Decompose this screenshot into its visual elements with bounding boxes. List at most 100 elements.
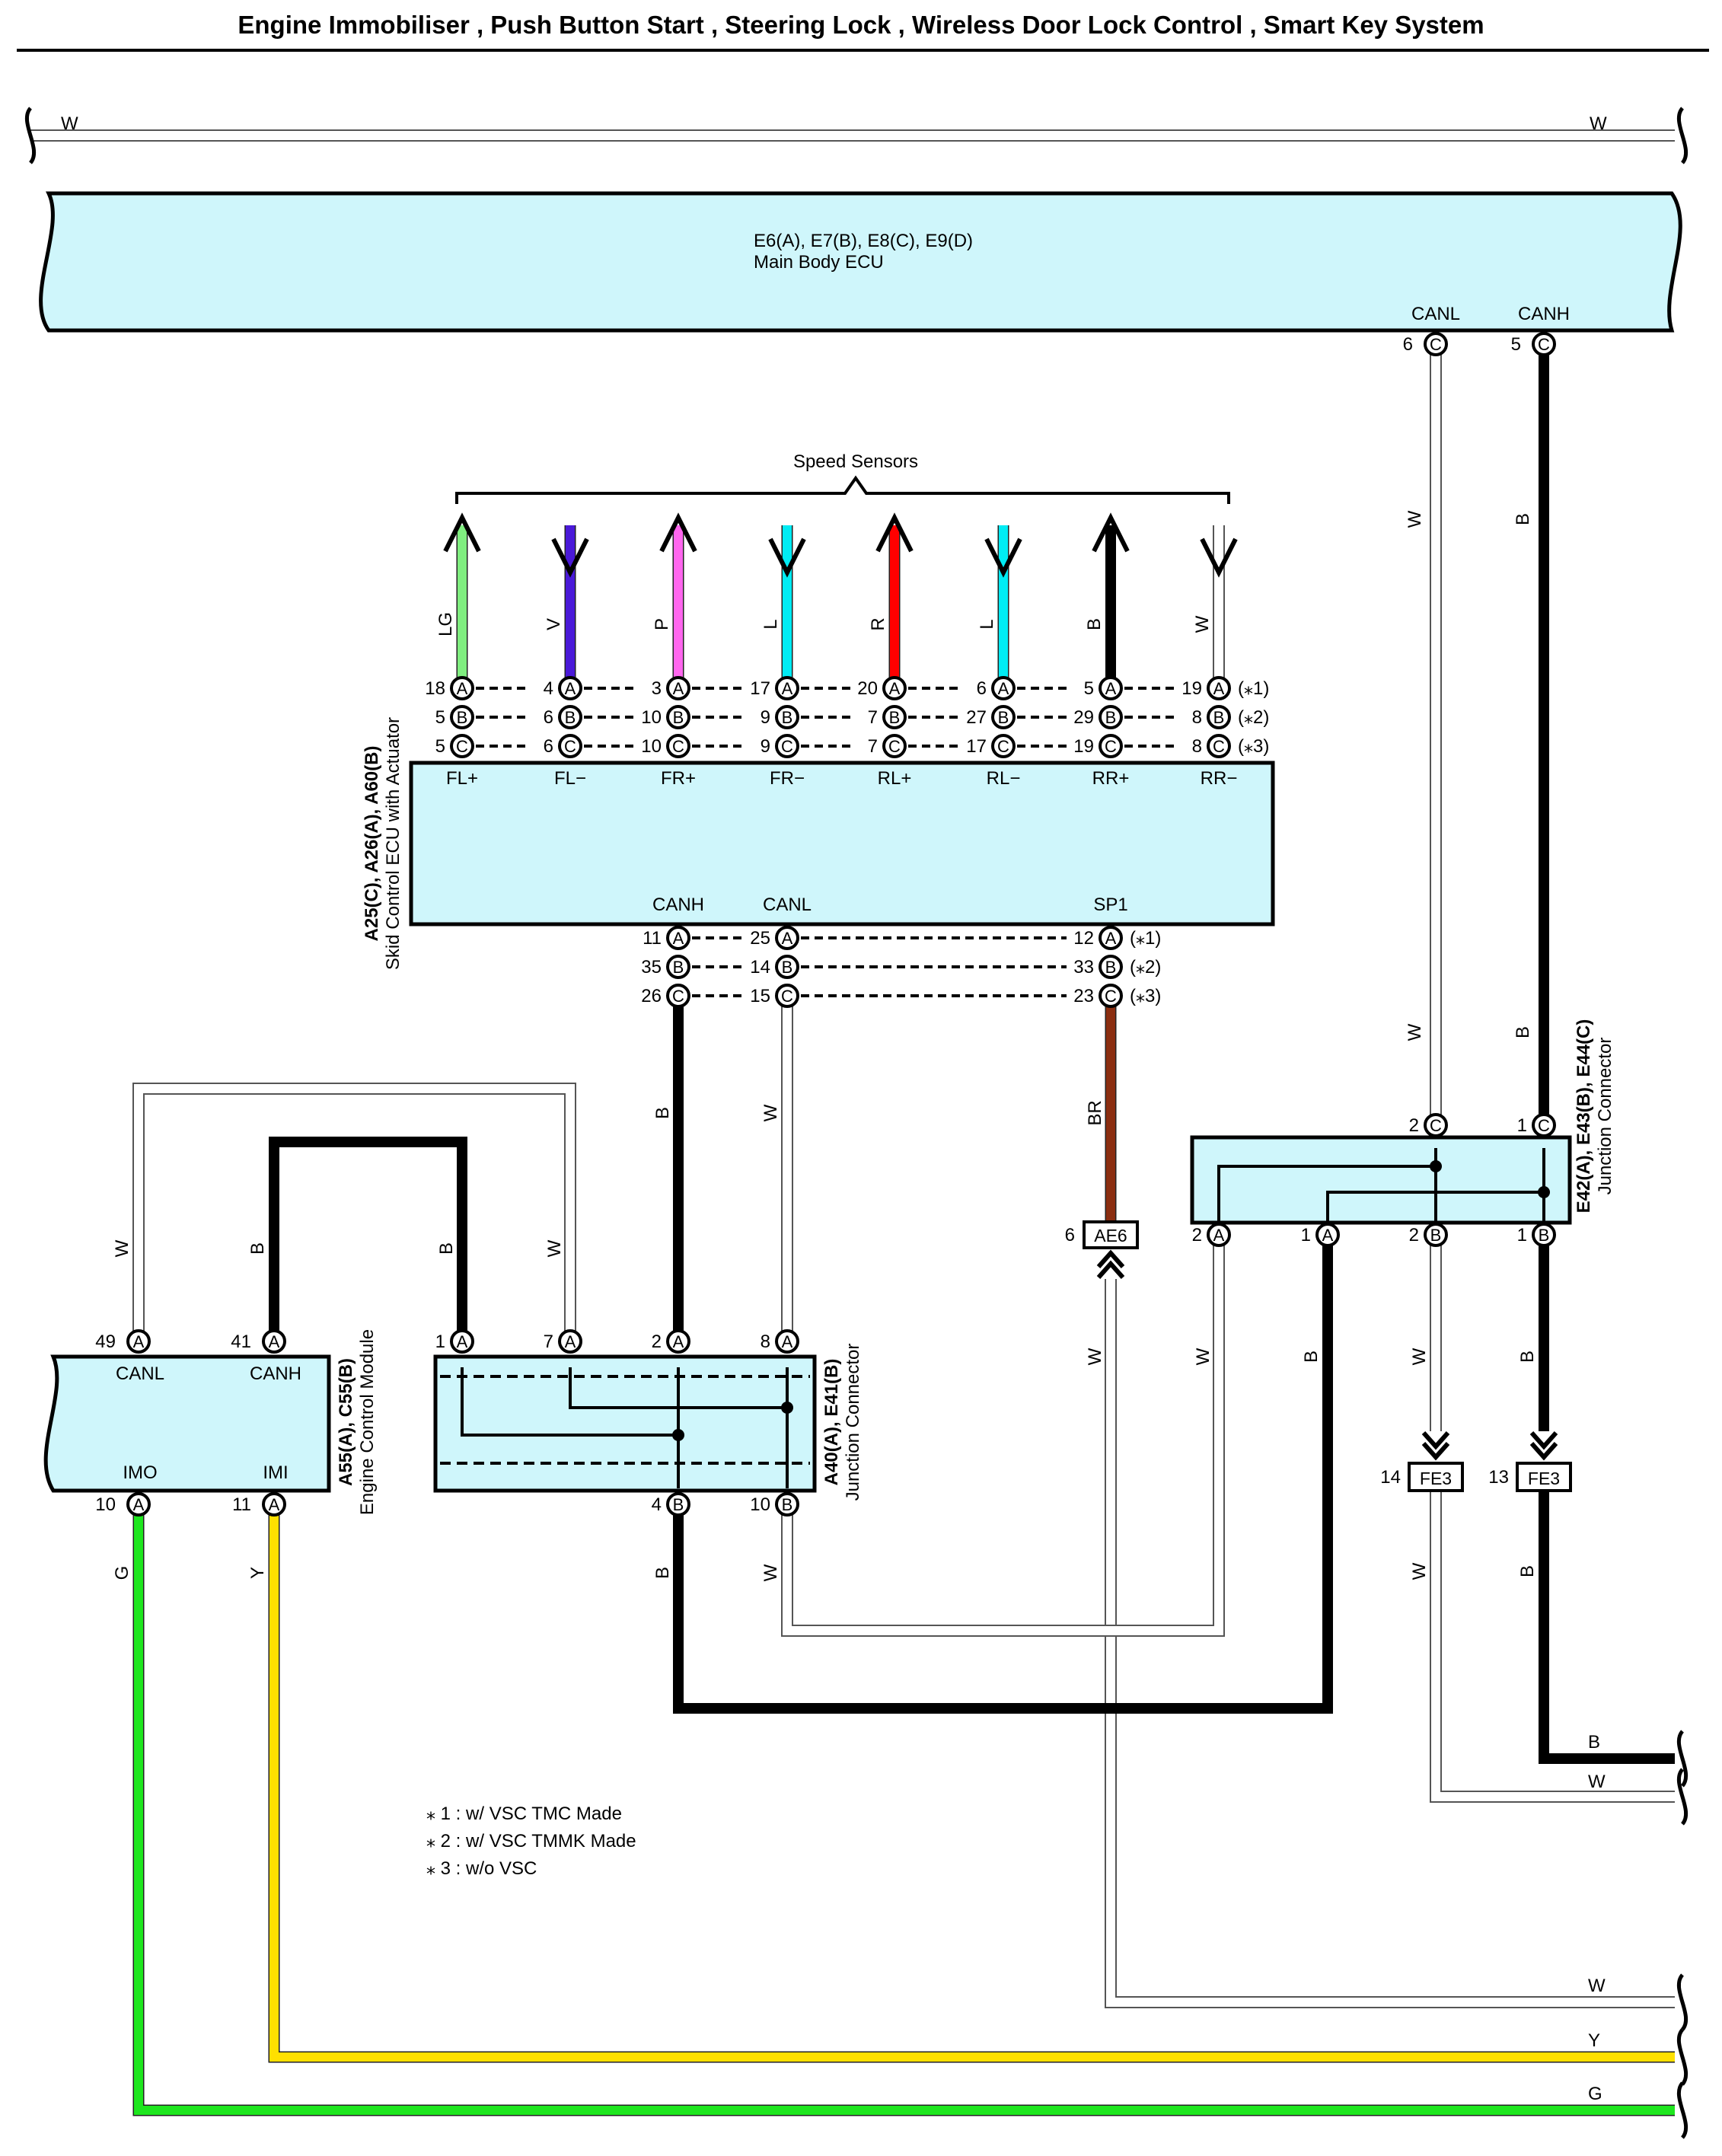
- main-ecu-canh-label: CANH: [1518, 304, 1570, 324]
- a40-top-pin: [450, 1329, 474, 1354]
- pin-letter: C: [672, 987, 684, 1006]
- a40-pin-number: 10: [750, 1494, 770, 1515]
- ecm-pin-number: 11: [232, 1494, 251, 1515]
- bus-label: W: [1588, 1976, 1606, 1996]
- ae6-w-bus: [1105, 1279, 1675, 2008]
- imi-wire-edge: [268, 1500, 1675, 2063]
- pin-letter: A: [673, 929, 684, 948]
- wire-code: B: [1517, 1565, 1538, 1577]
- connector-fe3-13-label: FE3: [1528, 1469, 1560, 1488]
- ecm-canl-wire-core: [134, 1084, 575, 1346]
- a40-pin-number: 7: [544, 1332, 553, 1352]
- skid-top-pin: [882, 734, 907, 758]
- skid-variant-note: (⁎2): [1238, 707, 1269, 728]
- connector-fe3-14-label: FE3: [1420, 1469, 1452, 1488]
- a40-internal-bar: [461, 1367, 678, 1437]
- wire-code: B: [1513, 1026, 1533, 1038]
- a40-e42-w-wire-core: [783, 1233, 1223, 1635]
- skid-top-pin: [666, 676, 690, 700]
- wire-break: [1676, 2028, 1689, 2086]
- pin-letter: A: [1322, 1226, 1334, 1245]
- splice-dot: [672, 1429, 684, 1441]
- skid-bottom-label: SP1: [1093, 895, 1127, 915]
- connector-fe3-13: [1516, 1462, 1572, 1492]
- footnote: ⁎ 3 : w/o VSC: [426, 1858, 537, 1879]
- pin-letter: B: [1430, 1226, 1442, 1245]
- e42-pin-number: 2: [1409, 1225, 1419, 1245]
- e42-pin-number: 1: [1517, 1115, 1527, 1136]
- pin-letter: A: [889, 679, 901, 698]
- pin-letter: A: [673, 1332, 684, 1351]
- skid-pin-number: 4: [544, 678, 553, 699]
- skid-pin-number: 25: [750, 928, 770, 949]
- pin-letter: C: [1105, 737, 1117, 756]
- pin-letter: A: [565, 1332, 576, 1351]
- e42-top-pin: [1532, 1113, 1556, 1137]
- skid-variant-note: (⁎1): [1130, 928, 1161, 949]
- skid-terminal-label: FL+: [446, 768, 478, 789]
- skid-terminal-label: RR−: [1201, 768, 1238, 789]
- imo-wire-edge: [132, 1500, 1675, 2116]
- main-ecu-canl-label: CANL: [1411, 304, 1460, 324]
- ecm-canh-wire: [269, 1137, 467, 1346]
- sensor-wire-code: W: [1192, 615, 1213, 633]
- splice-dot: [781, 1402, 793, 1414]
- pin-letter: A: [998, 679, 1009, 698]
- ecm-pin-number: 41: [231, 1332, 251, 1352]
- wire-code: B: [652, 1107, 673, 1119]
- skid-bottom-pin: [775, 926, 799, 950]
- skid-pin-number: 12: [1073, 928, 1094, 949]
- skid-top-pin: [1099, 734, 1123, 758]
- sensor-arrow-down: [551, 537, 589, 578]
- e42-pin-number: 1: [1301, 1225, 1311, 1245]
- e42-connectors: E42(A), E43(B), E44(C): [1574, 1019, 1594, 1214]
- skid-bottom-label: CANL: [763, 895, 812, 915]
- page-title: Engine Immobiliser , Push Button Start ,…: [238, 11, 1484, 39]
- pin-letter: A: [1105, 679, 1117, 698]
- skid-top-pin: [1207, 676, 1231, 700]
- top-bus-w-left: W: [61, 113, 78, 134]
- sensor-arrow-up: [443, 512, 481, 553]
- skid-bottom-pin: [666, 926, 690, 950]
- speed-sensors-label: Speed Sensors: [793, 451, 918, 472]
- skid-pin-number: 6: [977, 678, 987, 699]
- skid-top-pin: [666, 734, 690, 758]
- skid-top-pin: [882, 705, 907, 729]
- skid-top-pin: [558, 734, 582, 758]
- sensor-wire-code: V: [544, 618, 564, 630]
- skid-pin-number: 8: [1192, 736, 1202, 757]
- sensor-arrow-up: [875, 512, 914, 553]
- wire-code: W: [1405, 1023, 1425, 1041]
- skid-top-pin: [991, 676, 1016, 700]
- skid-pin-number: 35: [641, 957, 662, 978]
- pin-letter: B: [782, 708, 793, 727]
- skid-pin-number: 5: [435, 736, 445, 757]
- pin-letter: A: [269, 1332, 280, 1351]
- fe3-pin: 14: [1380, 1467, 1401, 1488]
- e42-top-pin: [1424, 1113, 1448, 1137]
- skid-top-pin: [775, 705, 799, 729]
- wire-break: [1676, 1973, 1689, 2031]
- wire-code: W: [1193, 1348, 1213, 1365]
- connector-chevron: [1529, 1431, 1558, 1461]
- skid-bottom-label: CANH: [652, 895, 704, 915]
- ecm-connectors: A55(A), C55(B): [336, 1358, 356, 1486]
- e42-bottom-pin: [1532, 1223, 1556, 1247]
- pin-letter: B: [673, 1495, 684, 1514]
- wire-code: B: [1513, 513, 1533, 525]
- skid-terminal-label: RL+: [878, 768, 912, 789]
- skid-bottom-pin: [1099, 955, 1123, 979]
- ecm-canl-wire: [132, 1083, 576, 1346]
- skid-pin-number: 29: [1073, 707, 1094, 728]
- sensor-arrow-down: [768, 537, 806, 578]
- ecm-pin-number: 10: [95, 1494, 116, 1515]
- skid-terminal-label: RL−: [987, 768, 1021, 789]
- skid-top-pin: [450, 705, 474, 729]
- skid-pin-number: 7: [868, 707, 878, 728]
- splice-dot: [1430, 1160, 1442, 1172]
- skid-terminal-label: RR+: [1092, 768, 1130, 789]
- connector-ae6: [1083, 1220, 1139, 1249]
- skid-control-ecu-box: [409, 761, 1275, 927]
- pin-letter: A: [1105, 929, 1117, 948]
